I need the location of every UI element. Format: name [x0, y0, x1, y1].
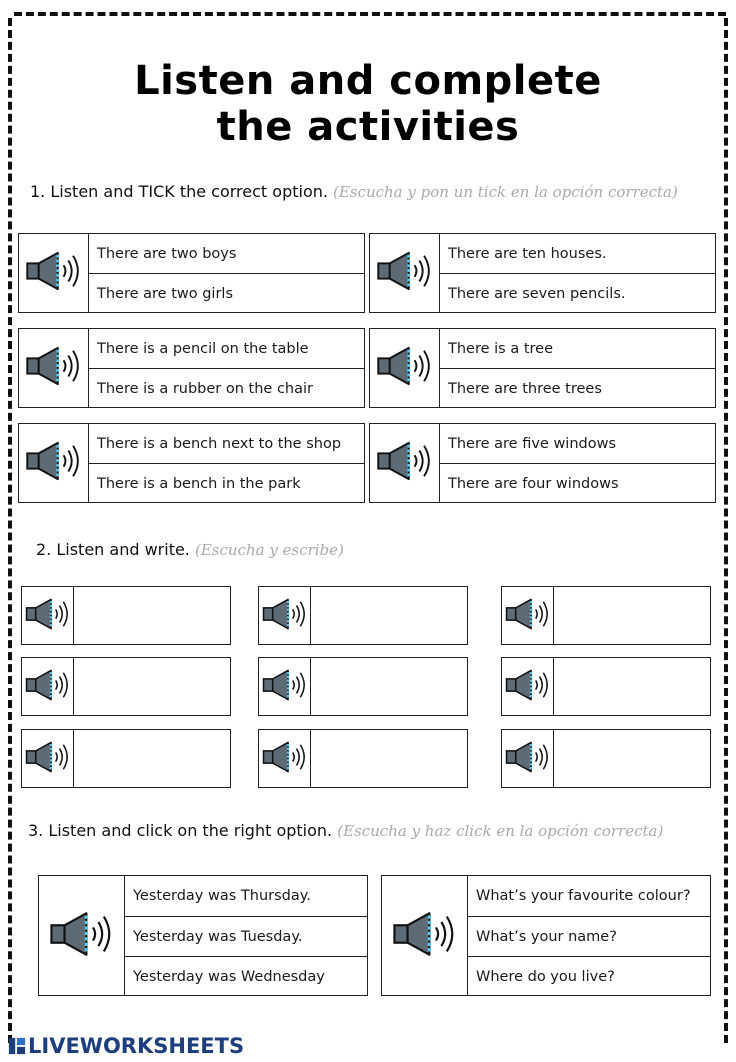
- tick-option[interactable]: There are two girls: [89, 273, 364, 314]
- click-option[interactable]: What’s your favourite colour?: [476, 888, 691, 904]
- tick-question-4: There is a tree There are three trees: [369, 328, 716, 408]
- section-3-instruction-translation: (Escucha y haz click en la opción correc…: [337, 822, 664, 840]
- click-option[interactable]: Yesterday was Wednesday: [125, 956, 367, 997]
- write-answer-box: [21, 586, 231, 645]
- answer-input[interactable]: [554, 730, 710, 787]
- write-answer-box: [258, 586, 468, 645]
- speaker-button[interactable]: [370, 234, 440, 312]
- speaker-icon: [49, 910, 115, 962]
- click-option[interactable]: Yesterday was Thursday.: [133, 888, 311, 904]
- speaker-button[interactable]: [502, 587, 554, 644]
- section-3-instruction: 3. Listen and click on the right option.…: [28, 821, 663, 840]
- speaker-icon: [505, 740, 551, 778]
- write-answer-box: [258, 657, 468, 716]
- speaker-button[interactable]: [19, 424, 89, 502]
- speaker-icon: [25, 250, 83, 296]
- tick-option[interactable]: There is a pencil on the table: [97, 340, 309, 357]
- speaker-icon: [25, 440, 83, 486]
- speaker-icon: [376, 440, 434, 486]
- tick-option[interactable]: There are two boys: [97, 245, 237, 262]
- answer-input[interactable]: [74, 730, 230, 787]
- tick-option[interactable]: There are four windows: [440, 463, 715, 504]
- speaker-button[interactable]: [39, 876, 125, 995]
- speaker-icon: [376, 250, 434, 296]
- click-option[interactable]: Yesterday was Tuesday.: [125, 916, 367, 956]
- speaker-icon: [25, 740, 71, 778]
- section-1-instruction-translation: (Escucha y pon un tick en la opción corr…: [333, 183, 678, 201]
- answer-input[interactable]: [311, 730, 467, 787]
- tick-option[interactable]: There are three trees: [440, 368, 715, 409]
- section-3-instruction-text: 3. Listen and click on the right option.: [28, 821, 333, 840]
- page-title-line-2: the activities: [216, 104, 520, 150]
- tick-question-2: There are ten houses. There are seven pe…: [369, 233, 716, 313]
- tick-option[interactable]: There is a bench in the park: [89, 463, 364, 504]
- liveworksheets-logo-icon: [8, 1037, 26, 1055]
- speaker-icon: [376, 345, 434, 391]
- page-border-left: [8, 18, 12, 1043]
- speaker-button[interactable]: [259, 587, 311, 644]
- speaker-icon: [25, 597, 71, 635]
- page-title-line-1: Listen and complete: [134, 58, 602, 104]
- speaker-icon: [392, 910, 458, 962]
- speaker-button[interactable]: [370, 329, 440, 407]
- write-answer-box: [501, 586, 711, 645]
- speaker-button[interactable]: [19, 329, 89, 407]
- answer-input[interactable]: [554, 587, 710, 644]
- tick-option[interactable]: There are seven pencils.: [440, 273, 715, 314]
- section-2-instruction: 2. Listen and write. (Escucha y escribe): [36, 540, 344, 559]
- write-answer-box: [21, 729, 231, 788]
- section-2-instruction-text: 2. Listen and write.: [36, 540, 190, 559]
- speaker-icon: [25, 668, 71, 706]
- write-answer-box: [258, 729, 468, 788]
- speaker-button[interactable]: [22, 730, 74, 787]
- page-title: Listen and complete the activities: [0, 58, 736, 150]
- answer-input[interactable]: [74, 587, 230, 644]
- tick-question-5: There is a bench next to the shop There …: [18, 423, 365, 503]
- section-2-instruction-translation: (Escucha y escribe): [194, 541, 344, 559]
- section-1-instruction-text: 1. Listen and TICK the correct option.: [30, 182, 328, 201]
- speaker-button[interactable]: [19, 234, 89, 312]
- tick-question-3: There is a pencil on the table There is …: [18, 328, 365, 408]
- tick-option[interactable]: There are ten houses.: [448, 245, 607, 262]
- speaker-icon: [25, 345, 83, 391]
- tick-option[interactable]: There is a tree: [448, 340, 553, 357]
- answer-input[interactable]: [74, 658, 230, 715]
- click-option[interactable]: What’s your name?: [468, 916, 710, 956]
- speaker-button[interactable]: [502, 730, 554, 787]
- speaker-button[interactable]: [502, 658, 554, 715]
- page-border-top: [14, 12, 726, 16]
- tick-question-1: There are two boys There are two girls: [18, 233, 365, 313]
- speaker-icon: [505, 597, 551, 635]
- write-answer-box: [501, 729, 711, 788]
- brand-footer: LIVEWORKSHEETS: [8, 1034, 244, 1058]
- speaker-button[interactable]: [382, 876, 468, 995]
- answer-input[interactable]: [554, 658, 710, 715]
- speaker-icon: [262, 597, 308, 635]
- brand-name: LIVEWORKSHEETS: [28, 1034, 245, 1058]
- write-answer-box: [21, 657, 231, 716]
- speaker-button[interactable]: [22, 658, 74, 715]
- answer-input[interactable]: [311, 658, 467, 715]
- click-question-1: Yesterday was Thursday. Yesterday was Tu…: [38, 875, 368, 996]
- click-question-2: What’s your favourite colour? What’s you…: [381, 875, 711, 996]
- speaker-icon: [262, 740, 308, 778]
- page-border-right: [724, 18, 728, 1043]
- write-answer-box: [501, 657, 711, 716]
- tick-option[interactable]: There is a rubber on the chair: [89, 368, 364, 409]
- tick-option[interactable]: There are five windows: [448, 435, 617, 452]
- speaker-button[interactable]: [370, 424, 440, 502]
- answer-input[interactable]: [311, 587, 467, 644]
- tick-question-6: There are five windows There are four wi…: [369, 423, 716, 503]
- speaker-button[interactable]: [22, 587, 74, 644]
- speaker-icon: [262, 668, 308, 706]
- section-1-instruction: 1. Listen and TICK the correct option. (…: [30, 182, 678, 201]
- speaker-icon: [505, 668, 551, 706]
- speaker-button[interactable]: [259, 730, 311, 787]
- tick-option[interactable]: There is a bench next to the shop: [97, 435, 342, 452]
- speaker-button[interactable]: [259, 658, 311, 715]
- click-option[interactable]: Where do you live?: [468, 956, 710, 997]
